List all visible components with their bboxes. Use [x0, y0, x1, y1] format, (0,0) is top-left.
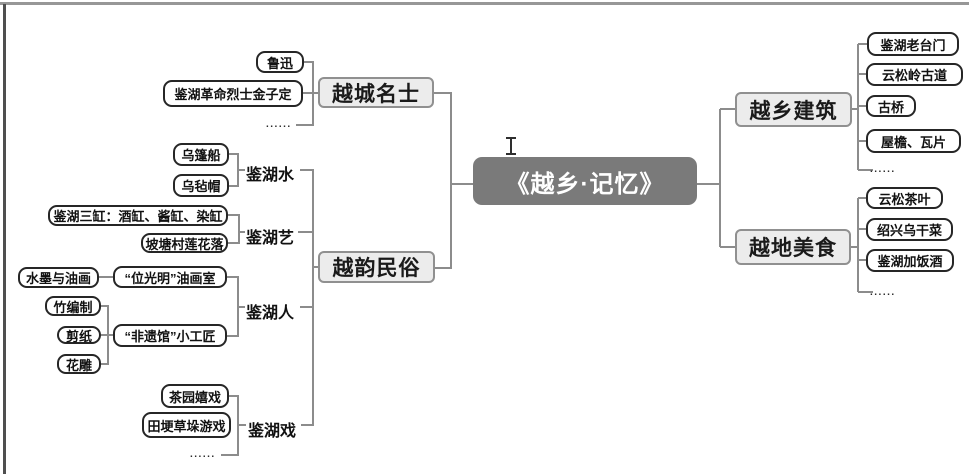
node-feiyiguan-craftsman[interactable]: “非遗馆”小工匠 [113, 324, 227, 347]
node-ellipsis-jianzhu[interactable]: ...... [870, 164, 896, 175]
branch-yuecheng-mingshi[interactable]: 越城名士 [318, 77, 434, 108]
node-wuganca[interactable]: 绍兴乌干菜 [866, 218, 953, 241]
node-ellipsis-yuecheng[interactable]: ...... [266, 119, 292, 130]
node-chayuan-xixi[interactable]: 茶园嬉戏 [161, 384, 229, 408]
node-potangcun[interactable]: 坡塘村莲花落 [141, 233, 228, 253]
node-ellipsis-xi[interactable]: ...... [190, 449, 216, 460]
node-yunsongling-gudao[interactable]: 云松岭古道 [866, 63, 963, 86]
node-wuyan-wapian[interactable]: 屋檐、瓦片 [866, 129, 961, 153]
node-wuzhanmao[interactable]: 乌毡帽 [173, 174, 229, 197]
group-jianhu-yi[interactable]: 鉴湖艺 [246, 230, 295, 247]
node-sangang[interactable]: 鉴湖三缸：酒缸、酱缸、染缸 [48, 205, 228, 226]
connector-left-main [434, 92, 473, 269]
node-guqiao[interactable]: 古桥 [866, 95, 916, 117]
node-wupengchuan[interactable]: 乌篷船 [173, 143, 229, 166]
node-jiafanjiu[interactable]: 鉴湖加饭酒 [866, 249, 954, 272]
node-tiangeng-games[interactable]: 田埂草垛游戏 [142, 412, 231, 438]
connector-shui-bracket [229, 153, 245, 187]
node-huadiao[interactable]: 花雕 [57, 354, 101, 374]
branch-yuexiang-jianzhu[interactable]: 越乡建筑 [735, 92, 852, 127]
connector-yueyun-spine [298, 169, 318, 426]
canvas-left-border [3, 4, 6, 474]
node-shuimo-youhua[interactable]: 水墨与油画 [18, 267, 99, 288]
connector-yi-bracket [228, 214, 245, 244]
group-jianhu-ren[interactable]: 鉴湖人 [246, 305, 295, 322]
node-weiguangming-studio[interactable]: “位光明”油画室 [113, 266, 227, 288]
group-jianhu-xi[interactable]: 鉴湖戏 [248, 423, 297, 440]
connector-ren-bracket [227, 276, 245, 337]
node-laotaimen[interactable]: 鉴湖老台门 [867, 32, 959, 56]
branch-yueyun-minsu[interactable]: 越韵民俗 [318, 251, 435, 283]
node-yunsong-chaye[interactable]: 云松茶叶 [866, 187, 943, 209]
node-jinziding[interactable]: 鉴湖革命烈士金子定 [163, 80, 303, 107]
node-jianzhi[interactable]: 剪纸 [57, 326, 101, 344]
node-zhubianzhi[interactable]: 竹编制 [45, 296, 101, 316]
connector-craft-bracket [101, 305, 113, 365]
node-ellipsis-meishi[interactable]: ...... [870, 287, 896, 298]
connector-meishi-bracket [851, 197, 873, 293]
connector-right-main [697, 108, 735, 248]
text-cursor-icon [506, 137, 516, 155]
group-jianhu-shui[interactable]: 鉴湖水 [246, 167, 295, 184]
node-luxun[interactable]: 鲁迅 [256, 51, 304, 73]
branch-yuedi-meishi[interactable]: 越地美食 [735, 229, 851, 265]
canvas-top-border [0, 2, 969, 5]
center-topic[interactable]: 《越乡·记忆》 [473, 157, 697, 205]
